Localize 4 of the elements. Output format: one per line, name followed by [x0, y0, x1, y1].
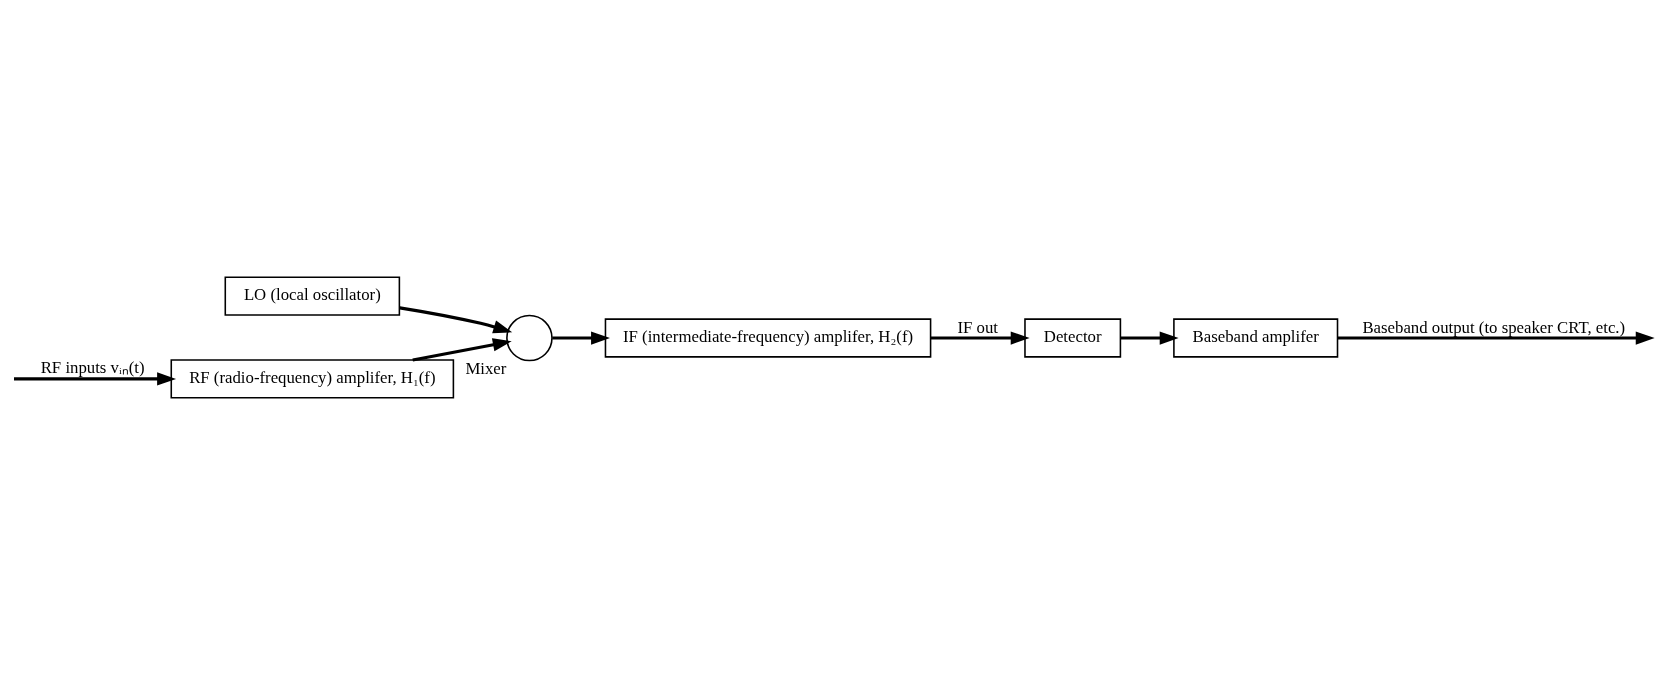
edge-label: IF out [957, 317, 999, 337]
edge-label: Baseband output (to speaker CRT, etc.) [1362, 317, 1626, 337]
edge-label: RF inputs vᵢₙ(t) [40, 358, 145, 378]
node-label: Mixer [465, 359, 507, 378]
